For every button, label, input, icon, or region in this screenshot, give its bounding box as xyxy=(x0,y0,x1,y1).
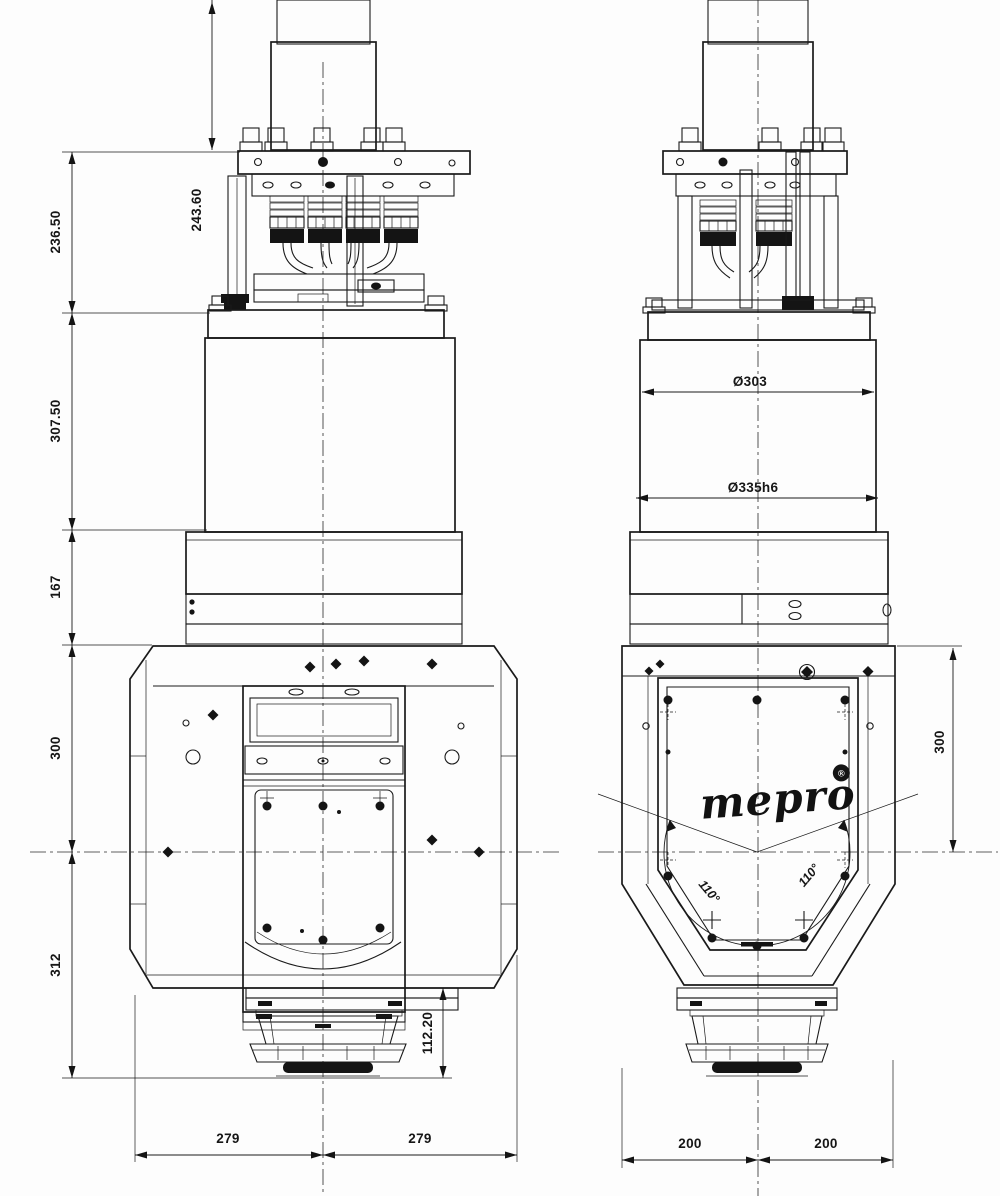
dim-motor-diameter: Ø303 xyxy=(642,374,874,396)
fitting-cluster xyxy=(748,199,793,279)
svg-text:Ø335h6: Ø335h6 xyxy=(728,480,779,495)
dim-side-width: 200 200 xyxy=(621,1060,894,1168)
brand-logo: mepro ® xyxy=(698,764,857,829)
dim-side-left: 200 xyxy=(678,1136,701,1151)
fitting-cluster xyxy=(345,195,381,269)
side-view: mepro ® xyxy=(597,0,919,1077)
side-face-plate xyxy=(657,677,859,951)
registered-mark-ball xyxy=(832,764,850,782)
side-head-body xyxy=(621,645,896,986)
dim-front-right: 279 xyxy=(408,1131,431,1146)
swivel-axis-graphics xyxy=(597,793,919,947)
front-head-body xyxy=(129,645,518,989)
fitting-cluster xyxy=(307,195,343,269)
front-view xyxy=(129,0,518,1077)
dim-angle-left: 110° xyxy=(696,877,723,906)
fitting-cluster xyxy=(699,199,737,279)
front-shaft xyxy=(270,0,377,151)
svg-text:300: 300 xyxy=(932,730,947,753)
side-fittings-assembly xyxy=(651,151,865,311)
side-head-markers xyxy=(642,659,874,730)
dim-head-lower: 312 xyxy=(48,953,63,976)
dim-angle-right: 110° xyxy=(796,861,823,890)
dim-front-width: 279 279 xyxy=(134,955,518,1162)
side-spindle-nose xyxy=(676,987,838,1077)
front-motor-housing xyxy=(204,337,456,533)
front-plate-bolts xyxy=(239,127,406,152)
centerlines xyxy=(30,0,998,1196)
front-face-plate xyxy=(242,685,406,1031)
dim-side-head-upper: 300 xyxy=(897,645,962,852)
dimensions: 243.60 236.50 307.50 167 300 312 xyxy=(48,0,962,1168)
front-head-markers xyxy=(162,655,485,858)
side-gearbox xyxy=(629,531,892,645)
dim-swivel-angles: 110° 110° xyxy=(696,861,823,907)
side-shaft xyxy=(702,0,814,151)
dim-nose-height: 112.20 xyxy=(408,987,452,1078)
front-spindle-nose xyxy=(245,987,459,1077)
front-fittings-assembly xyxy=(221,173,455,310)
fitting-cluster xyxy=(269,195,314,275)
registered-mark: ® xyxy=(838,768,846,778)
svg-text:112.20: 112.20 xyxy=(420,1012,435,1054)
dim-left-chain: 236.50 307.50 167 300 312 xyxy=(48,151,452,1079)
dim-head-upper: 300 xyxy=(48,736,63,759)
dim-front-left: 279 xyxy=(216,1131,239,1146)
front-mounting-plate xyxy=(237,150,471,175)
dim-shaft-height: 243.60 xyxy=(189,0,216,232)
dim-side-right: 200 xyxy=(814,1136,837,1151)
svg-text:243.60: 243.60 xyxy=(189,188,204,231)
svg-text:Ø303: Ø303 xyxy=(733,374,767,389)
dim-spacer: 167 xyxy=(48,575,63,598)
dim-flange-diameter: Ø335h6 xyxy=(636,480,878,502)
brand-logo-text: mepro xyxy=(698,769,857,829)
fitting-cluster xyxy=(366,195,419,275)
side-mounting-plate xyxy=(662,150,848,175)
dim-motor-housing: 307.50 xyxy=(48,399,63,442)
dim-upper-assembly: 236.50 xyxy=(48,210,63,253)
front-gearbox xyxy=(185,531,463,645)
